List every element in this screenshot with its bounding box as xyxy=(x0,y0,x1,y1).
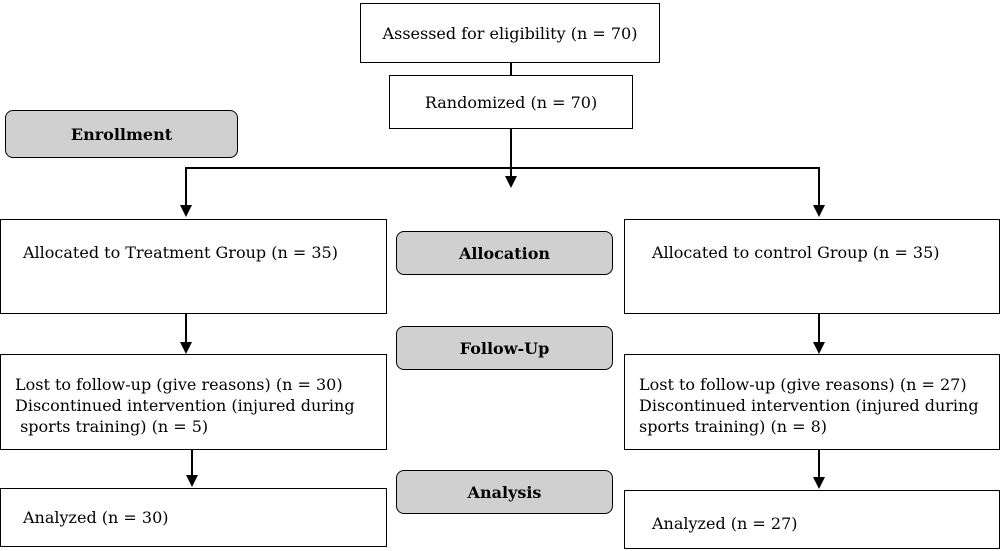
treatment-analyzed-box: Analyzed (n = 30) xyxy=(0,488,387,547)
control-allocated-box: Allocated to control Group (n = 35) xyxy=(624,219,1000,314)
randomized-text: Randomized (n = 70) xyxy=(424,92,598,112)
assessed-text: Assessed for eligibility (n = 70) xyxy=(382,23,638,43)
treatment-allocated-box: Allocated to Treatment Group (n = 35) xyxy=(0,219,387,314)
connector-control-alloc-to-followup xyxy=(818,314,820,342)
arrowhead-left-to-treatment xyxy=(180,205,192,217)
connector-control-followup-to-analyzed xyxy=(818,450,820,477)
treatment-followup-line-1: Lost to follow-up (give reasons) (n = 30… xyxy=(15,375,343,394)
enrollment-label: Enrollment xyxy=(5,110,238,158)
assessed-box: Assessed for eligibility (n = 70) xyxy=(360,3,660,63)
treatment-allocated-text: Allocated to Treatment Group (n = 35) xyxy=(23,243,338,262)
connector-treatment-alloc-to-followup xyxy=(185,314,187,342)
control-analyzed-text: Analyzed (n = 27) xyxy=(652,514,798,533)
control-followup-line-3: sports training) (n = 8) xyxy=(639,417,828,436)
control-followup-line-1: Lost to follow-up (give reasons) (n = 27… xyxy=(639,375,967,394)
connector-treatment-followup-to-analyzed xyxy=(191,450,193,475)
connector-right-drop xyxy=(818,167,820,205)
treatment-followup-line-2: Discontinued intervention (injured durin… xyxy=(15,396,355,415)
arrowhead-treatment-followup xyxy=(180,342,192,354)
connector-assessed-to-randomized xyxy=(510,63,512,75)
control-followup-line-2: Discontinued intervention (injured durin… xyxy=(639,396,979,415)
connector-horizontal-split xyxy=(185,167,820,169)
treatment-analyzed-text: Analyzed (n = 30) xyxy=(23,508,169,527)
allocation-label: Allocation xyxy=(396,231,613,275)
treatment-followup-line-3: sports training) (n = 5) xyxy=(15,417,209,436)
control-allocated-text: Allocated to control Group (n = 35) xyxy=(652,243,940,262)
arrowhead-treatment-analyzed xyxy=(186,475,198,487)
treatment-followup-box: Lost to follow-up (give reasons) (n = 30… xyxy=(0,354,387,450)
analysis-label: Analysis xyxy=(396,470,613,514)
connector-randomized-stem xyxy=(510,129,512,176)
arrowhead-control-followup xyxy=(813,342,825,354)
arrowhead-right-to-control xyxy=(813,205,825,217)
arrowhead-center xyxy=(505,176,517,188)
control-followup-box: Lost to follow-up (give reasons) (n = 27… xyxy=(624,354,1000,450)
follow-up-label: Follow-Up xyxy=(396,326,613,370)
randomized-box: Randomized (n = 70) xyxy=(389,75,633,129)
arrowhead-control-analyzed xyxy=(813,477,825,489)
control-analyzed-box: Analyzed (n = 27) xyxy=(624,490,1000,549)
connector-left-drop xyxy=(185,167,187,205)
